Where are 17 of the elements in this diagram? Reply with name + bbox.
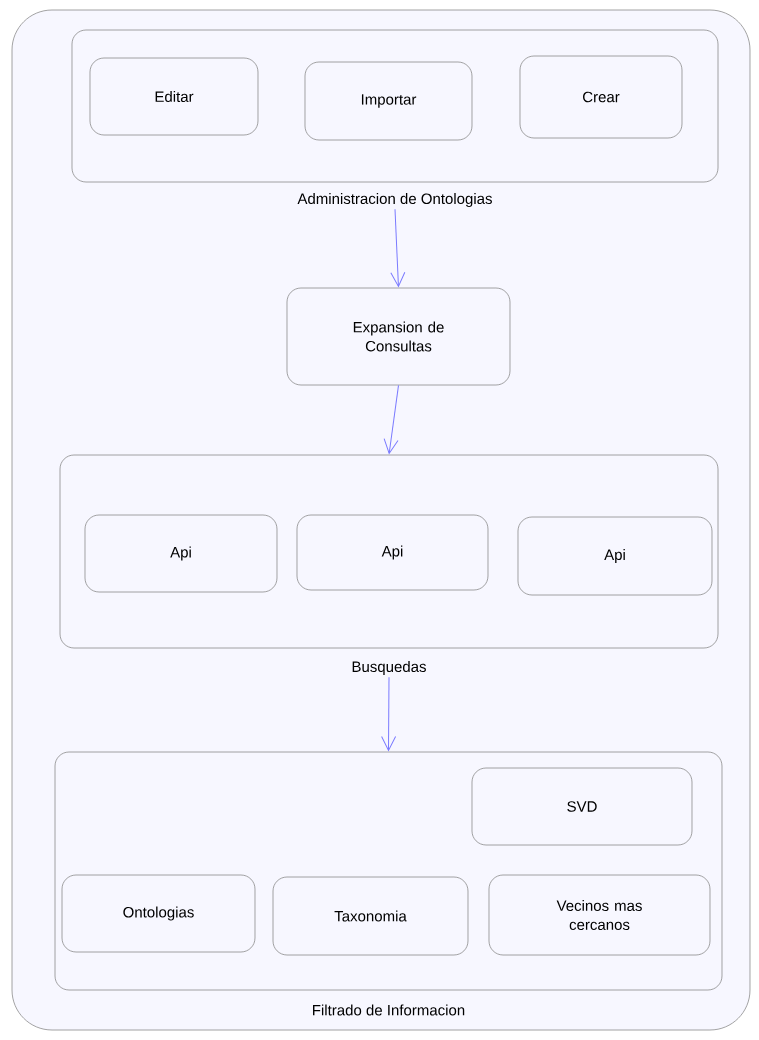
process-box: SVD bbox=[471, 767, 693, 846]
process-box: Api bbox=[296, 514, 489, 591]
arrow bbox=[390, 208, 406, 287]
arrow bbox=[383, 384, 399, 454]
node-label: Administracion de Ontologias bbox=[297, 193, 492, 207]
process-box: Ontologias bbox=[61, 874, 256, 953]
process-box: Taxonomia bbox=[272, 876, 469, 956]
node-label: Filtrado de Informacion bbox=[313, 1004, 465, 1016]
process-box: Editar bbox=[89, 57, 259, 136]
process-box: Expansion de Consultas bbox=[286, 287, 511, 386]
process-box: Crear bbox=[519, 55, 683, 139]
process-box: Importar bbox=[304, 61, 473, 141]
process-box: Vecinos mas cercanos bbox=[488, 874, 711, 956]
node-label: Busquedas bbox=[352, 661, 426, 675]
process-box: Api bbox=[517, 516, 713, 596]
arrow bbox=[381, 676, 397, 751]
process-box: Api bbox=[84, 514, 278, 593]
